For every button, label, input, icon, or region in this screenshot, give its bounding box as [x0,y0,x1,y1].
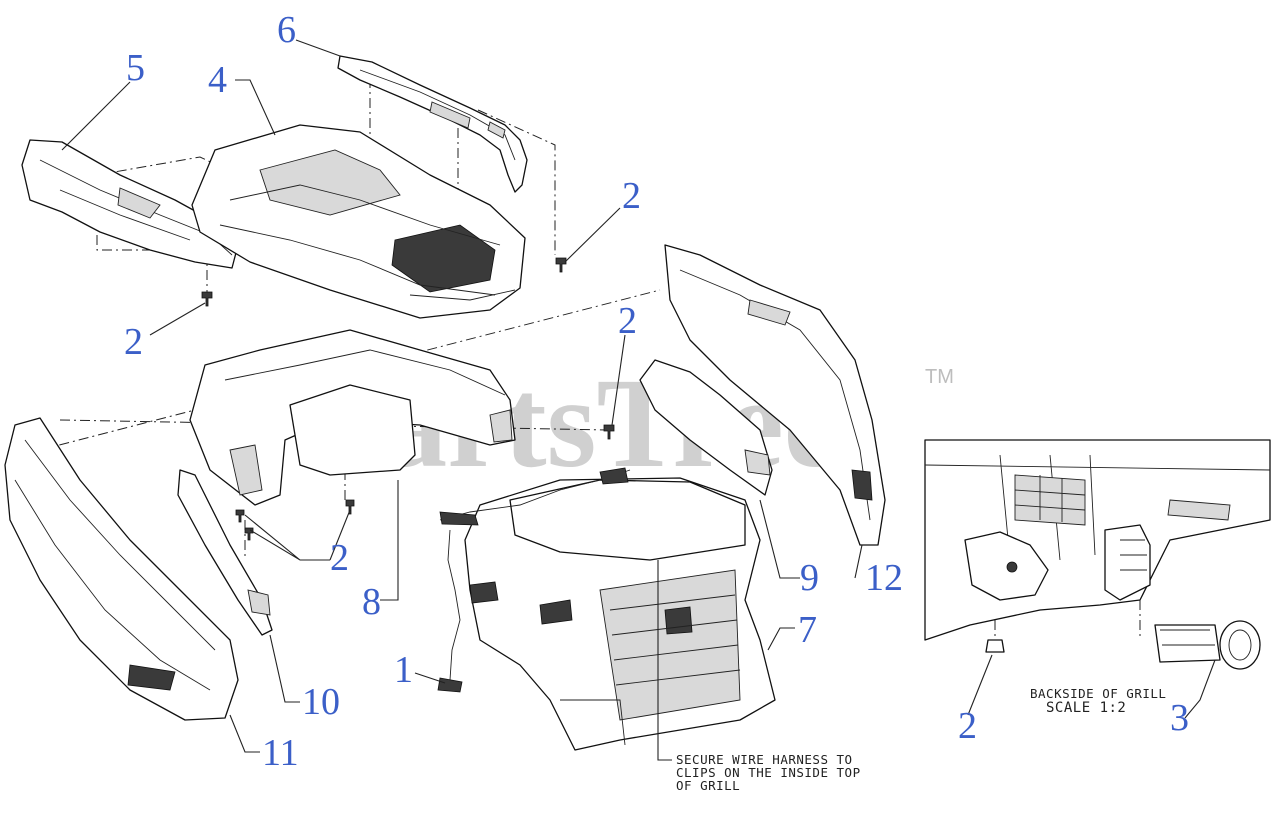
callout-2-grill-detail[interactable]: 2 [958,705,977,747]
grill-backside-detail [924,439,1271,670]
callout-12[interactable]: 12 [865,557,903,599]
screw-icon [603,424,615,440]
callout-5[interactable]: 5 [126,47,145,89]
detail-title: BACKSIDE OF GRILL [1030,686,1166,701]
callout-2-panel[interactable]: 2 [618,300,637,342]
note-line: SECURE WIRE HARNESS TO [676,752,853,767]
part-10-side-trim [177,469,273,636]
part-4-hood [191,124,526,319]
watermark-trademark: TM [925,366,954,388]
callout-2-frame[interactable]: 2 [330,537,349,579]
callout-4[interactable]: 4 [208,59,227,101]
note-line: OF GRILL [676,778,740,793]
part-6-rear-trim [337,55,528,193]
screw-icon [235,509,245,523]
callouts: 6 5 4 2 2 2 2 2 9 12 8 7 1 10 11 3 [124,9,1189,774]
part-9-side-panel [639,359,773,496]
callout-11[interactable]: 11 [262,732,299,774]
callout-3[interactable]: 3 [1170,697,1189,739]
callout-9[interactable]: 9 [800,557,819,599]
leader-lines [61,39,1216,761]
detail-scale: SCALE 1:2 [1046,700,1126,716]
screw-icon [345,499,355,515]
wire-harness-note: SECURE WIRE HARNESS TO CLIPS ON THE INSI… [676,752,861,793]
fastener-icon [1006,561,1018,573]
callout-8[interactable]: 8 [362,581,381,623]
screw-icon [244,527,254,541]
part-11-bumper-side [4,417,239,721]
callout-2-hood-right[interactable]: 2 [622,175,641,217]
callout-7[interactable]: 7 [798,609,817,651]
callout-2-hood-left[interactable]: 2 [124,321,143,363]
part-8-frame [189,329,516,506]
part-12-side-panel [664,244,886,546]
part-7-grill [464,477,776,751]
part-5-side-panel [21,139,239,269]
callout-1[interactable]: 1 [394,649,413,691]
callout-6[interactable]: 6 [277,9,296,51]
part-1-wire-harness [437,467,631,693]
screw-icon [555,257,567,273]
fasteners [201,257,615,541]
callout-10[interactable]: 10 [302,681,340,723]
note-line: CLIPS ON THE INSIDE TOP [676,765,861,780]
grill-detail-note: BACKSIDE OF GRILL SCALE 1:2 [1030,686,1166,716]
screw-icon [201,291,213,307]
